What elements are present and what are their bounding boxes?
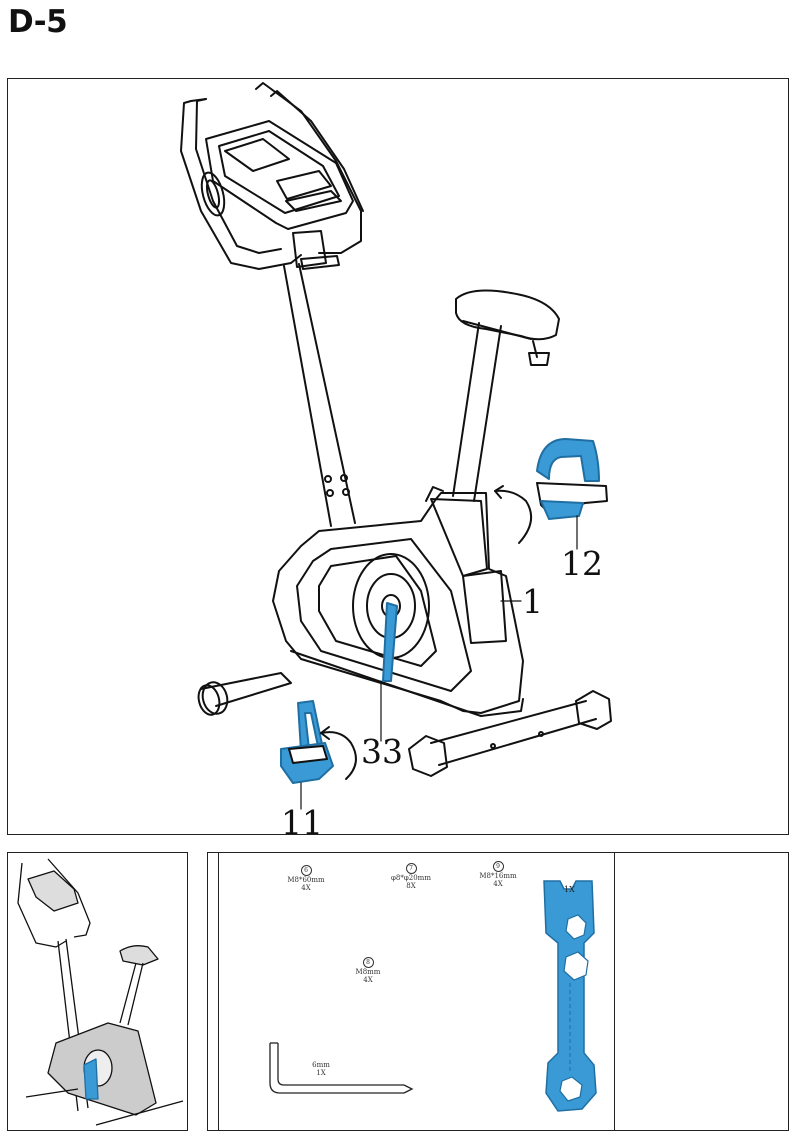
part-9: 9 M8*16mm 4X bbox=[478, 861, 518, 888]
part-qty: 4X bbox=[363, 976, 373, 984]
callout-11: 11 bbox=[281, 803, 323, 842]
part-qty: 8X bbox=[406, 882, 416, 890]
callout-33: 33 bbox=[361, 732, 403, 771]
allen-key-qty: 1X bbox=[316, 1069, 326, 1077]
part-spec: M8*16mm bbox=[479, 872, 517, 880]
main-frame-body bbox=[272, 486, 524, 717]
rear-stabilizer bbox=[197, 672, 292, 716]
part-spec: M8*60mm bbox=[287, 876, 325, 884]
part-7: 7 φ8*φ20mm 8X bbox=[386, 863, 436, 890]
allen-key-icon bbox=[269, 1042, 414, 1094]
parts-divider-left bbox=[218, 853, 219, 1130]
step-title: D-5 bbox=[8, 4, 68, 40]
leader-lines bbox=[300, 515, 578, 810]
callout-1: 1 bbox=[522, 582, 543, 621]
bike-assembly-drawing: 12 1 33 11 bbox=[180, 82, 612, 842]
wrench-qty: 1X bbox=[564, 885, 575, 894]
part-spec: M8mm bbox=[355, 968, 381, 976]
part-qty: 4X bbox=[301, 884, 311, 892]
left-pedal-11 bbox=[280, 700, 334, 784]
front-stabilizer bbox=[408, 690, 612, 777]
callout-12: 12 bbox=[561, 544, 603, 583]
front-mast bbox=[283, 263, 356, 527]
thumbnail-drawing bbox=[17, 858, 184, 1126]
seat-post-saddle bbox=[452, 289, 560, 502]
parts-divider-right bbox=[614, 853, 615, 1130]
assembled-bike-thumbnail bbox=[7, 852, 188, 1131]
part-6: 6 M8*60mm 4X bbox=[286, 865, 326, 892]
rotation-arrow-right bbox=[494, 485, 533, 544]
allen-key-spec: 6mm bbox=[312, 1061, 330, 1069]
part-qty: 4X bbox=[493, 880, 503, 888]
tools-drawing bbox=[269, 880, 597, 1112]
part-8: 8 M8mm 4X bbox=[348, 957, 388, 984]
parts-list-panel: 6 M8*60mm 4X 7 φ8*φ20mm 8X 9 M8*16mm 4X … bbox=[207, 852, 789, 1131]
spanner-wrench-icon bbox=[543, 880, 597, 1112]
left-crank-arm bbox=[382, 602, 398, 682]
part-spec: φ8*φ20mm bbox=[391, 874, 431, 882]
assembly-illustration-panel: 12 1 33 11 bbox=[7, 78, 789, 842]
right-pedal-12 bbox=[536, 438, 608, 520]
console-handlebar bbox=[180, 82, 364, 270]
allen-key-label: 6mm 1X bbox=[306, 1061, 336, 1077]
rotation-arrow-left bbox=[320, 726, 357, 780]
